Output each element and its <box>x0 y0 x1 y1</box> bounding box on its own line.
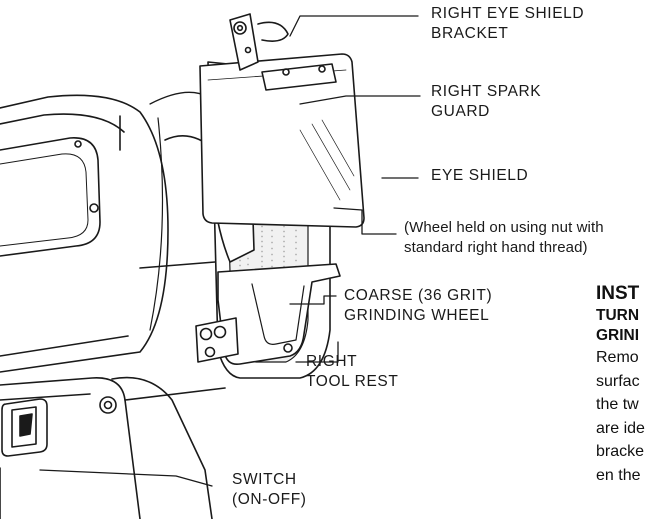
side-body-1: Remo <box>596 349 639 366</box>
side-body-3: the tw <box>596 396 639 413</box>
side-subheading-2: GRINI <box>596 327 640 344</box>
side-body-4: are ide <box>596 419 645 437</box>
side-heading: INST <box>596 283 640 304</box>
tool-rest-graphic <box>195 263 341 366</box>
leader-lines <box>39 15 421 487</box>
eye-shield-bracket-graphic <box>229 13 337 91</box>
side-body-5: bracke <box>596 443 645 460</box>
motor-housing <box>0 91 223 373</box>
label-eye-shield: EYE SHIELD <box>431 167 529 184</box>
switch-graphic <box>1 398 48 457</box>
label-coarse-grinding-wheel: COARSE (36 GRIT)GRINDING WHEEL <box>344 287 493 324</box>
side-body-6: en the <box>596 466 641 484</box>
side-body-2: surfac <box>596 372 640 390</box>
grinder-base <box>0 376 226 519</box>
side-subheading-1: TURN <box>596 307 640 324</box>
side-instructions: INST TURN GRINI Remo surfac the tw are i… <box>596 282 645 487</box>
label-switch: SWITCH(ON-OFF) <box>232 471 307 508</box>
